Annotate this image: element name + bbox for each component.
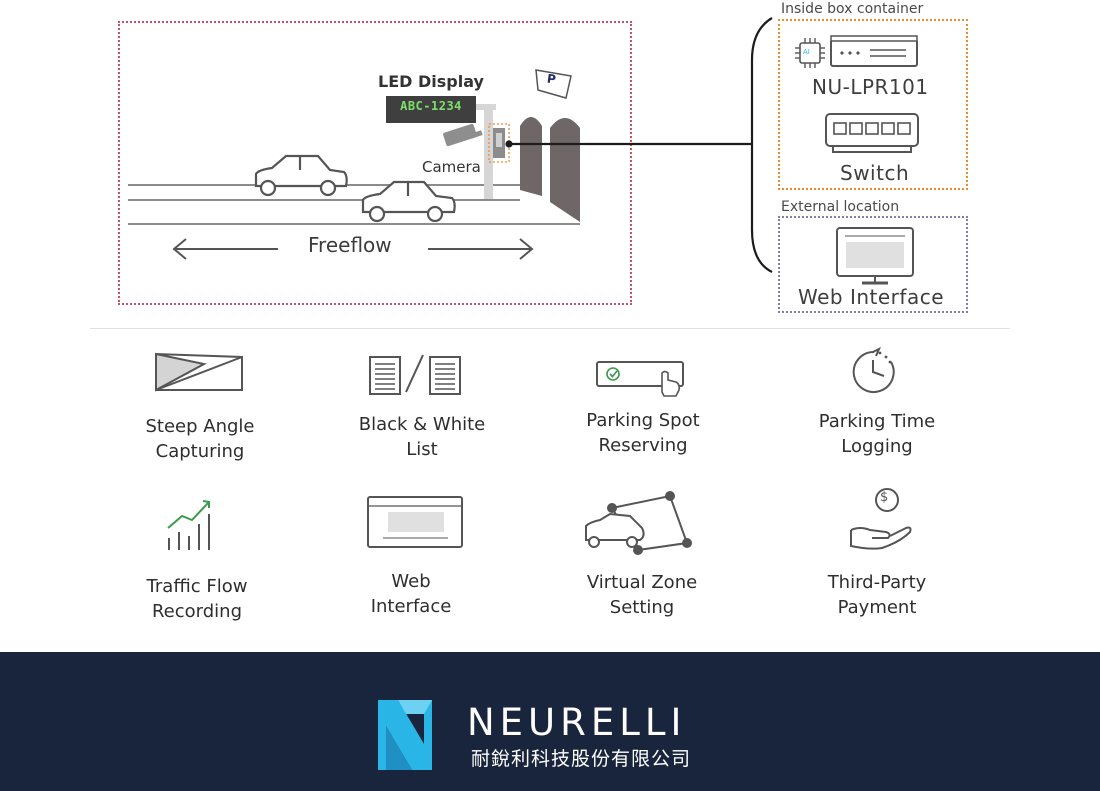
freeflow-label: Freeflow bbox=[308, 233, 392, 257]
freeflow-arrows bbox=[172, 238, 534, 260]
connection-line bbox=[505, 17, 773, 273]
neurelli-logo-icon bbox=[378, 700, 432, 770]
brand-name: NEURELLI bbox=[467, 701, 687, 744]
footer-banner bbox=[0, 652, 1100, 791]
camera-icon bbox=[443, 123, 483, 147]
lpr-unit-on-pole bbox=[488, 123, 510, 163]
ai-chip-icon bbox=[795, 38, 825, 68]
car-icon bbox=[361, 180, 456, 223]
parking-spot-icon bbox=[596, 361, 684, 397]
parking-sign bbox=[535, 69, 572, 99]
scene-frame bbox=[118, 21, 632, 305]
led-plate-text: ABC-1234 bbox=[400, 99, 462, 113]
traffic-chart-icon bbox=[167, 500, 210, 550]
clock-icon bbox=[852, 346, 895, 393]
black-white-list-icon bbox=[369, 354, 461, 395]
scene-illustration bbox=[128, 17, 919, 285]
feature-icons bbox=[155, 346, 912, 555]
lpr-device-icon bbox=[830, 35, 918, 67]
web-interface-label: Web Interface bbox=[798, 285, 945, 309]
external-location-title: External location bbox=[781, 199, 900, 215]
led-display-title: LED Display bbox=[378, 72, 484, 91]
payment-hand-icon bbox=[850, 488, 912, 550]
road bbox=[128, 184, 580, 225]
inside-box-frame bbox=[778, 19, 968, 190]
inside-box-title: Inside box container bbox=[781, 1, 924, 17]
switch-icon bbox=[825, 113, 919, 153]
steep-angle-icon bbox=[155, 352, 243, 392]
camera-label: Camera bbox=[422, 158, 481, 176]
section-divider bbox=[90, 328, 1010, 329]
led-display bbox=[386, 96, 476, 123]
gate-barrier bbox=[520, 117, 580, 222]
brand-subtitle: 耐銳利科技股份有限公司 bbox=[471, 748, 692, 770]
parking-sign-letter: P bbox=[546, 71, 557, 87]
monitor-icon bbox=[836, 227, 914, 285]
device-label: NU-LPR101 bbox=[812, 75, 929, 99]
car-icon bbox=[254, 154, 348, 197]
virtual-zone-icon bbox=[585, 491, 692, 555]
dollar-icon: $ bbox=[880, 490, 889, 505]
web-window-icon bbox=[367, 496, 463, 548]
external-location-frame bbox=[778, 216, 968, 313]
ai-chip-letter: AI bbox=[803, 48, 810, 56]
switch-label: Switch bbox=[840, 161, 910, 185]
